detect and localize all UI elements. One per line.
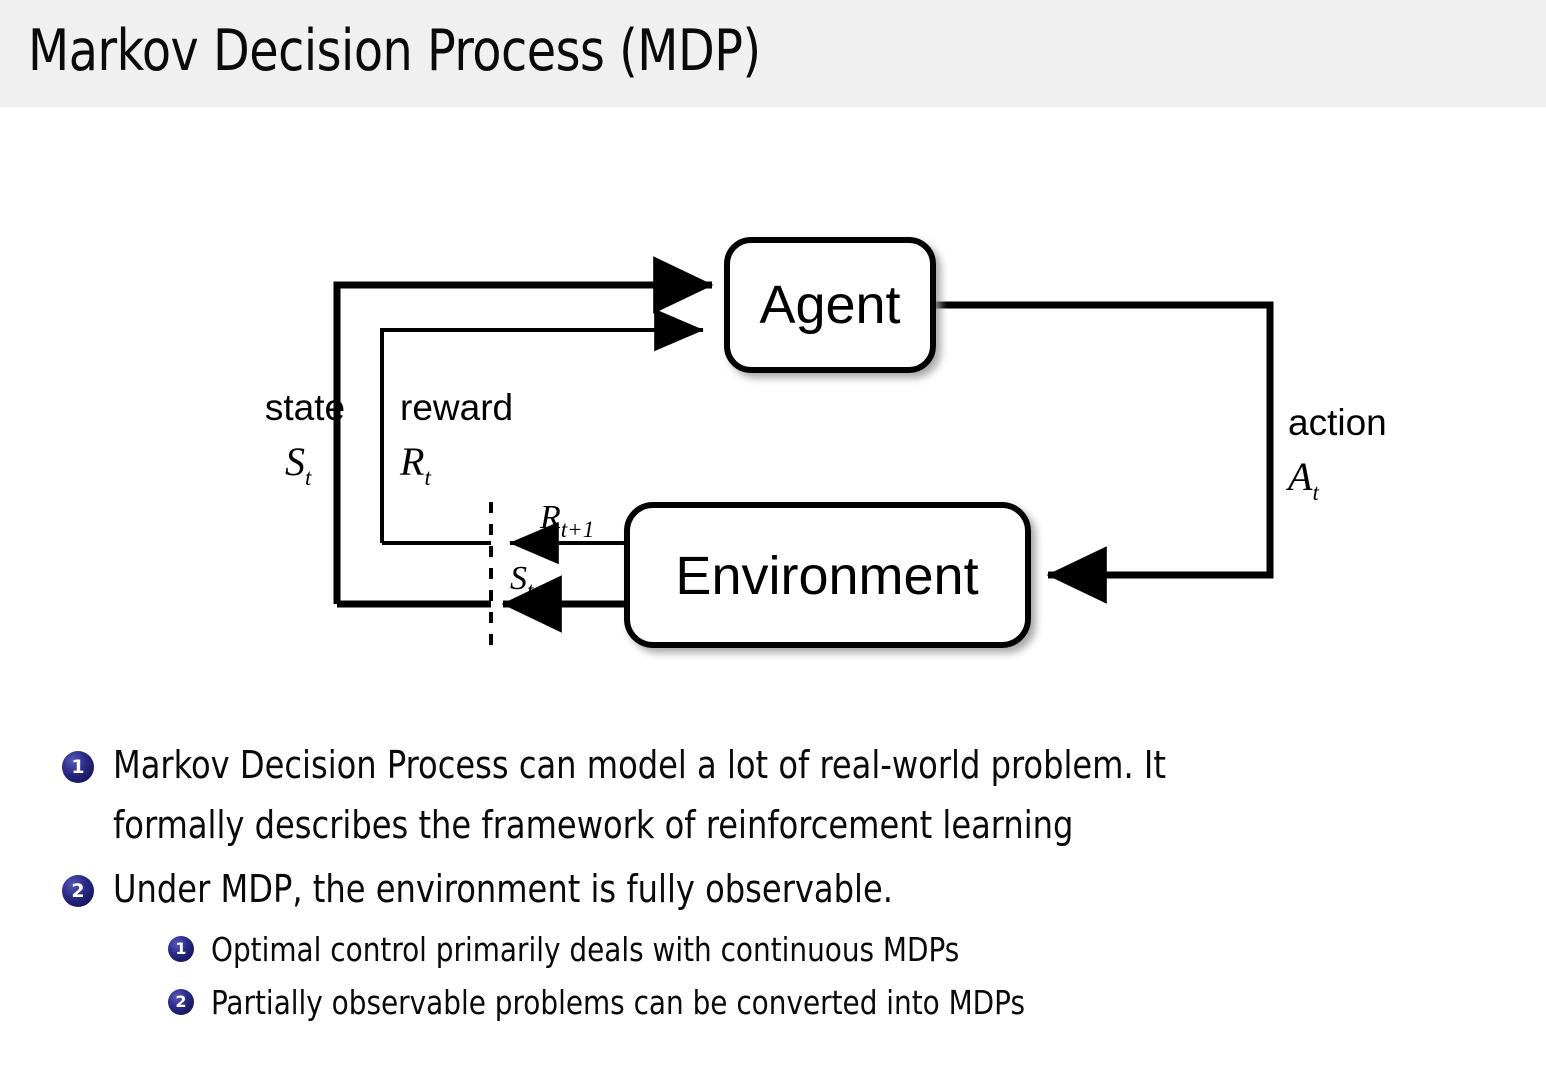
bullet-list: 1 Markov Decision Process can model a lo… — [0, 735, 1546, 1029]
node-agent-label: Agent — [759, 275, 900, 335]
label-action-symbol: At — [1285, 454, 1319, 505]
node-agent: Agent — [724, 237, 936, 373]
node-environment-label: Environment — [675, 546, 978, 606]
list-item: 2 Partially observable problems can be c… — [0, 976, 1546, 1029]
label-reward-symbol: Rt — [399, 439, 431, 490]
bullet-marker-2: 2 — [62, 875, 94, 907]
sub-bullet-text: Optimal control primarily deals with con… — [211, 923, 959, 976]
bullet-text: Markov Decision Process can model a lot … — [113, 735, 1166, 855]
sub-bullet-marker-2: 2 — [168, 989, 194, 1015]
label-reward-next: Rt+1 — [539, 499, 594, 542]
label-state-next: St+1 — [510, 560, 560, 603]
sub-bullet-text: Partially observable problems can be con… — [211, 976, 1025, 1029]
bullet-line-1: Under MDP, the environment is fully obse… — [113, 867, 893, 911]
mdp-interaction-diagram: Agent Environment state St reward Rt act… — [0, 130, 1546, 710]
label-state: state St — [265, 387, 345, 490]
list-item: 1 Optimal control primarily deals with c… — [0, 923, 1546, 976]
label-reward: reward Rt — [399, 387, 513, 490]
label-action: action At — [1285, 402, 1387, 505]
bullet-line-1: Partially observable problems can be con… — [211, 983, 1026, 1022]
list-item: 1 Markov Decision Process can model a lo… — [0, 735, 1546, 855]
node-environment: Environment — [624, 502, 1031, 648]
edge-state-loop — [333, 256, 714, 608]
svg-text:St+1: St+1 — [510, 560, 560, 603]
bullet-text: Under MDP, the environment is fully obse… — [113, 859, 893, 919]
edge-action-loop — [933, 301, 1274, 604]
bullet-line-2: formally describes the framework of rein… — [113, 803, 1074, 847]
bullet-line-1: Markov Decision Process can model a lot … — [113, 743, 1166, 787]
label-state-word: state — [265, 387, 345, 428]
edge-reward-loop — [380, 308, 704, 545]
svg-text:Rt+1: Rt+1 — [539, 499, 594, 542]
slide-header-band: Markov Decision Process (MDP) — [0, 0, 1546, 107]
label-action-word: action — [1288, 402, 1387, 443]
list-item: 2 Under MDP, the environment is fully ob… — [0, 859, 1546, 919]
label-reward-word: reward — [400, 387, 513, 428]
page-title: Markov Decision Process (MDP) — [28, 18, 761, 84]
sub-bullet-marker-1: 1 — [168, 936, 194, 962]
bullet-line-1: Optimal control primarily deals with con… — [211, 930, 960, 969]
label-state-symbol: St — [285, 439, 312, 490]
bullet-marker-1: 1 — [62, 751, 94, 783]
